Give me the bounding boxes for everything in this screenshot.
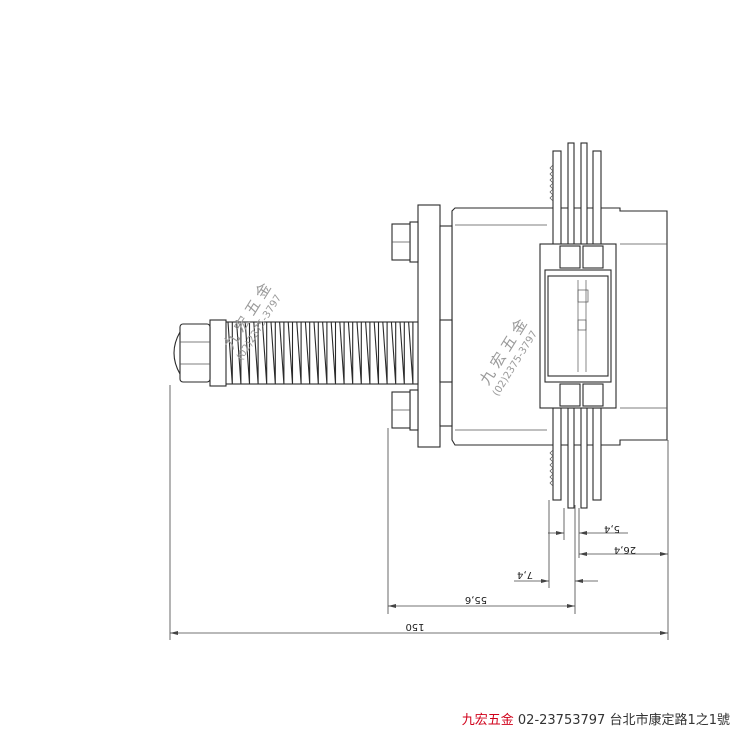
mounting-flange	[391, 204, 453, 448]
clamp-body	[451, 142, 668, 509]
footer-brand: 九宏五金	[461, 713, 514, 728]
footer-phone: 02-23753797	[517, 713, 606, 728]
dimension-lines	[169, 385, 669, 640]
dim-5-4: 5,4	[604, 523, 620, 534]
dim-55-6: 55,6	[465, 594, 487, 605]
footer-address: 台北市康定路1之1號	[609, 713, 730, 728]
threaded-rod	[173, 319, 419, 387]
dim-26-4: 26,4	[614, 544, 636, 555]
dim-150: 150	[405, 621, 424, 632]
footer-contact: 九宏五金 02-23753797 台北市康定路1之1號	[462, 709, 730, 728]
dim-7-4: 7,4	[517, 569, 533, 580]
